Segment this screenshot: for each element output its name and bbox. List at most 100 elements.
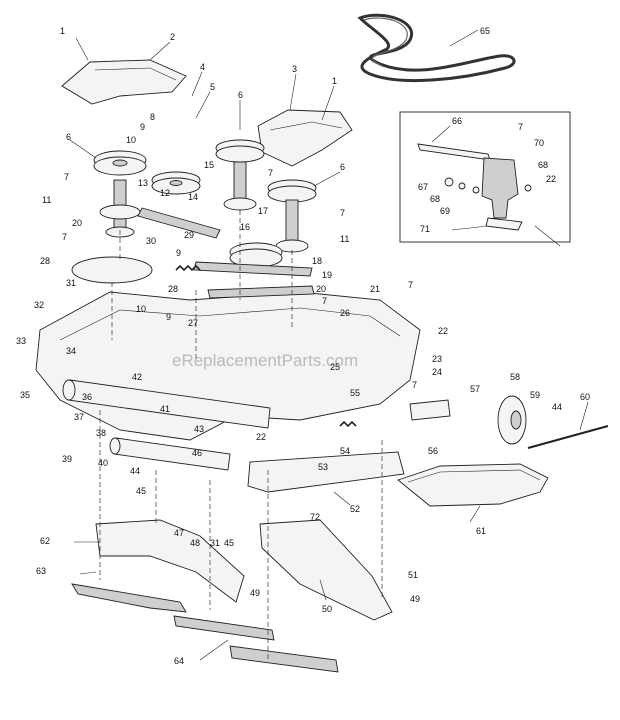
callout-1: 1 <box>332 76 337 86</box>
callout-7: 7 <box>62 232 67 242</box>
callout-22: 22 <box>438 326 448 336</box>
callout-49: 49 <box>250 588 260 598</box>
callout-2: 2 <box>170 32 175 42</box>
callout-63: 63 <box>36 566 46 576</box>
callout-71: 71 <box>420 224 430 234</box>
callout-40: 40 <box>98 458 108 468</box>
callout-45: 45 <box>136 486 146 496</box>
leader-lines <box>69 29 589 661</box>
callout-29: 29 <box>184 230 194 240</box>
callout-20: 20 <box>316 284 326 294</box>
callout-11: 11 <box>340 234 349 244</box>
callout-30: 30 <box>146 236 156 246</box>
callout-44: 44 <box>552 402 562 412</box>
spring-30 <box>175 264 201 272</box>
callout-11: 11 <box>42 195 51 205</box>
callout-25: 25 <box>330 362 340 372</box>
callout-46: 46 <box>192 448 202 458</box>
callout-10: 10 <box>126 135 136 145</box>
spindle-11-left <box>99 179 141 238</box>
callout-4: 4 <box>200 62 205 72</box>
callout-66: 66 <box>452 116 462 126</box>
detail-box <box>399 111 571 243</box>
watermark-text: eReplacementParts.com <box>172 351 358 370</box>
callout-32: 32 <box>34 300 44 310</box>
callout-67: 67 <box>418 182 428 192</box>
callout-48: 48 <box>190 538 200 548</box>
callout-27: 27 <box>188 318 198 328</box>
callout-19: 19 <box>322 270 332 280</box>
callout-62: 62 <box>40 536 50 546</box>
callout-59: 59 <box>530 390 540 400</box>
callout-45: 45 <box>224 538 234 548</box>
pulley-6-left <box>93 150 147 176</box>
callout-20: 20 <box>72 218 82 228</box>
callout-70: 70 <box>534 138 544 148</box>
axle-60 <box>527 425 609 449</box>
callout-38: 38 <box>96 428 106 438</box>
callout-34: 34 <box>66 346 76 356</box>
callout-50: 50 <box>322 604 332 614</box>
callout-10: 10 <box>136 304 146 314</box>
belt-65 <box>357 13 516 82</box>
callout-7: 7 <box>412 380 417 390</box>
baffle-62 <box>95 519 245 603</box>
callout-31: 31 <box>66 278 76 288</box>
rod-66 <box>417 143 491 161</box>
callout-9: 9 <box>140 122 145 132</box>
callout-6: 6 <box>66 132 71 142</box>
callout-6: 6 <box>340 162 345 172</box>
pulley-17 <box>229 242 283 268</box>
callout-36: 36 <box>82 392 92 402</box>
callout-49: 49 <box>410 594 420 604</box>
callout-21: 21 <box>370 284 380 294</box>
belt-cover-3 <box>257 109 353 167</box>
callout-24: 24 <box>432 367 442 377</box>
callout-57: 57 <box>470 384 480 394</box>
callout-7: 7 <box>340 208 345 218</box>
callout-65: 65 <box>480 26 490 36</box>
callout-18: 18 <box>312 256 322 266</box>
callout-12: 12 <box>160 188 170 198</box>
pulley-6-center <box>215 139 265 211</box>
callout-28: 28 <box>40 256 50 266</box>
callout-72: 72 <box>310 512 320 522</box>
callout-47: 47 <box>174 528 184 538</box>
callout-22: 22 <box>256 432 266 442</box>
callout-8: 8 <box>150 112 155 122</box>
callout-43: 43 <box>194 424 204 434</box>
callout-68: 68 <box>538 160 548 170</box>
callout-33: 33 <box>16 336 26 346</box>
callout-44: 44 <box>130 466 140 476</box>
callout-55: 55 <box>350 388 360 398</box>
callout-64: 64 <box>174 656 184 666</box>
callout-22: 22 <box>546 174 556 184</box>
callout-54: 54 <box>340 446 350 456</box>
blade-64-left <box>71 583 187 613</box>
callout-26: 26 <box>340 308 350 318</box>
callout-7: 7 <box>408 280 413 290</box>
callout-56: 56 <box>428 446 438 456</box>
callout-7: 7 <box>64 172 69 182</box>
callout-3: 3 <box>292 64 297 74</box>
callout-9: 9 <box>176 248 181 258</box>
gauge-wheel-58 <box>497 395 527 445</box>
callout-6: 6 <box>238 90 243 100</box>
blade-64-right <box>229 645 339 673</box>
callout-labels: 1 2 3 1 4 5 6 6 6 8 9 10 7 11 13 12 14 1… <box>16 26 590 666</box>
callout-28: 28 <box>168 284 178 294</box>
deflector-52 <box>247 451 405 493</box>
callout-16: 16 <box>240 222 250 232</box>
callout-41: 41 <box>160 404 170 414</box>
callout-7: 7 <box>322 296 327 306</box>
callout-52: 52 <box>350 504 360 514</box>
callout-53: 53 <box>318 462 328 472</box>
blade-64-center <box>173 615 275 641</box>
bracket-70 <box>481 157 519 219</box>
belt-cover-2 <box>61 59 187 105</box>
callout-42: 42 <box>132 372 142 382</box>
callout-23: 23 <box>432 354 442 364</box>
callout-13: 13 <box>138 178 148 188</box>
callout-7: 7 <box>518 122 523 132</box>
callout-7: 7 <box>268 168 273 178</box>
